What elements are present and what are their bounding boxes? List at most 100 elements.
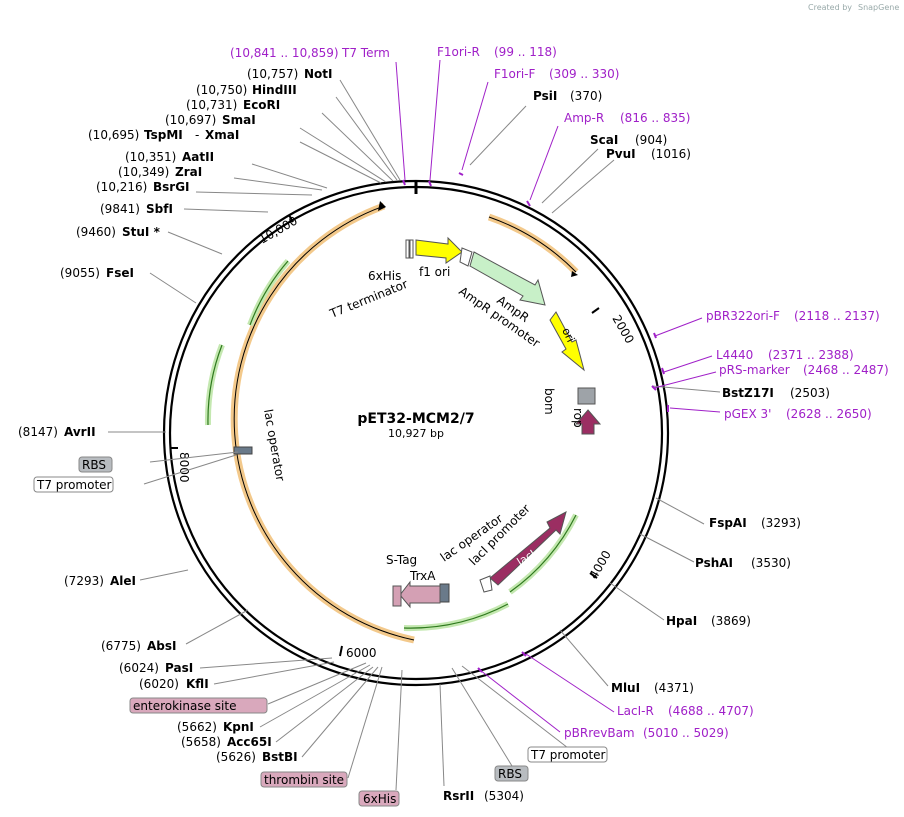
primer-range-f1ori-r: (99 .. 118) [494,45,557,59]
site-pos-mlui: (4371) [654,681,694,695]
tick-label-6000: 6000 [346,646,377,660]
thrombin-label: thrombin site [264,773,344,787]
orf-green-1 [249,260,289,326]
laci-feature [489,511,567,586]
site-mlui: MluI [611,681,640,695]
site-avrii: AvrII [64,425,96,439]
orf-green-2 [207,344,223,426]
site-pos-pasi: (6024) [119,661,159,675]
primer-range-prs-marker: (2468 .. 2487) [803,363,889,377]
his-tag-feature [405,239,410,259]
his-bottom-box [358,790,400,807]
site-pos-kfli: (6020) [139,677,179,691]
site-aatii: AatII [182,150,214,164]
label-lacop-left: lac operator [261,408,287,482]
primer-range-pbrrevbam: (5010 .. 5029) [643,726,729,740]
t7prom-left-label: T7 promoter [36,478,112,492]
tick-2000 [591,307,600,314]
credit-text: Created by [808,3,852,12]
orf-orange-right-arrow [571,271,578,277]
site-absi: AbsI [147,639,176,653]
site-pos-psii: (370) [570,89,602,103]
label-rop: rop [571,408,585,428]
primer-pgex3: pGEX 3' [724,407,771,421]
primer-range-t7term: (10,841 .. 10,859) [230,46,339,60]
his-bottom-label: 6xHis [363,792,396,806]
t7prom-bottom-label: T7 promoter [530,748,606,762]
site-pos-absi: (6775) [101,639,141,653]
site-pos-aatii: (10,351) [125,150,176,164]
enterokinase-box [129,697,268,714]
site-sbfi: SbfI [146,202,173,216]
rop-feature [574,409,602,435]
tick-6000 [339,645,343,657]
enterokinase-label: enterokinase site [133,699,236,713]
site-pvui: PvuI [606,147,636,161]
ampr-feature [469,251,546,306]
site-pasi: PasI [165,661,193,675]
orf-green-4 [509,514,577,593]
primer-l4440: L4440 [716,348,753,362]
site-pos-stui: (9460) [76,225,116,239]
orf-green-3-glow [403,601,510,632]
t7-terminator-feature [409,239,414,259]
site-stui: StuI * [122,225,161,239]
site-smai: SmaI [222,113,256,127]
rbs-left-label: RBS [82,458,106,472]
primer-f1ori-f: F1ori-F [494,67,535,81]
f1-ori-feature [415,236,463,264]
site-pos-scai: (904) [635,133,667,147]
site-fspai: FspAI [709,516,747,530]
plasmid-name: pET32-MCM2/7 [357,411,474,427]
orf-orange-right-glow [487,213,579,275]
site-pos-kpni: (5662) [177,720,217,734]
trxa-feature [399,580,441,609]
thrombin-box [260,771,348,788]
plasmid-size: 10,927 bp [388,427,444,440]
primer-marks [402,172,669,673]
site-xmai: XmaI [205,128,239,142]
primer-range-f1ori-f: (309 .. 330) [549,67,619,81]
rbs-bottom-box [494,765,529,782]
site-ecori: EcoRI [243,98,280,112]
primer-amp-r: Amp-R [564,111,604,125]
site-pshai: PshAI [695,556,733,570]
site-pos-ecori: (10,731) [186,98,237,112]
bom-feature [577,387,596,405]
rbs-bottom-label: RBS [498,767,522,781]
tick-10000 [288,214,294,223]
site-pos-hindiii: (10,750) [196,83,247,97]
ampr-promoter-feature [459,247,473,267]
lac-operator-left-feature [233,446,253,455]
site-fsei: FseI [106,266,134,280]
site-kpni: KpnI [223,720,254,734]
site-pos-avrii: (8147) [18,425,58,439]
site-pos-pshai: (3530) [751,556,791,570]
site-kfli: KflI [186,677,209,691]
site-bstbi: BstBI [262,750,298,764]
site-pos-hpai: (3869) [711,614,751,628]
primer-range-laci-r: (4688 .. 4707) [668,704,754,718]
tick-label-10000: 10,000 [257,213,300,246]
site-pos-sbfi: (9841) [100,202,140,216]
site-sep-dash: - [195,128,199,142]
primer-range-pgex3: (2628 .. 2650) [786,407,872,421]
primer-f1ori-r: F1ori-R [437,45,480,59]
primer-prs-marker: pRS-marker [719,363,790,377]
primer-laci-r: LacI-R [617,704,654,718]
ori-feature [549,311,585,372]
site-hindiii: HindIII [252,83,297,97]
site-pos-bstbi: (5626) [216,750,256,764]
label-6xhis: 6xHis [368,269,401,283]
site-tspmi: TspMI [144,128,183,142]
site-pos-pvui: (1016) [651,147,691,161]
site-pos-rsrii: (5304) [484,789,524,803]
tick-label-8000: 8000 [177,452,191,483]
site-hpai: HpaI [666,614,697,628]
primer-range-l4440: (2371 .. 2388) [768,348,854,362]
label-t7term: T7 terminator [327,277,410,321]
primer-range-pbr322ori-f: (2118 .. 2137) [794,309,880,323]
site-pos-bstz17i: (2503) [790,386,830,400]
